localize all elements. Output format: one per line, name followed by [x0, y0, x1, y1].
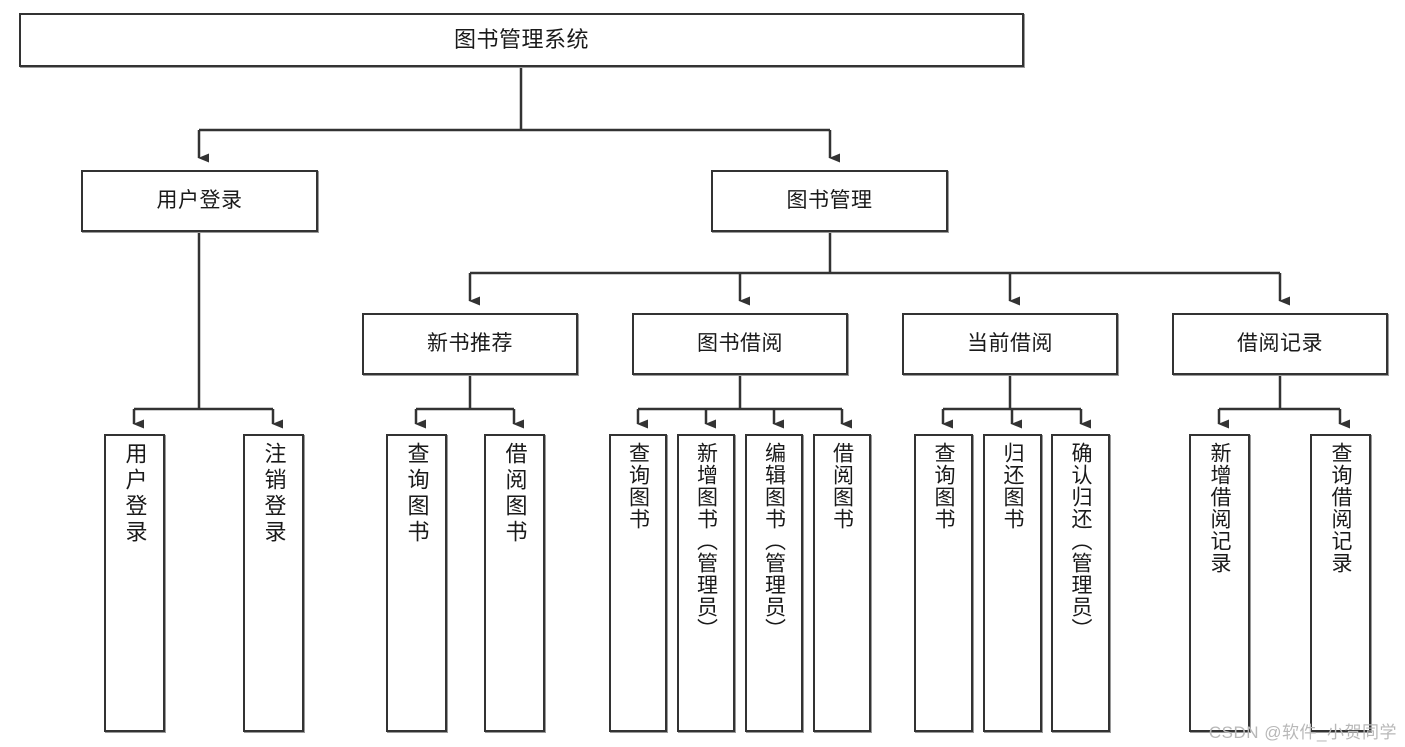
node-label: 图书管理 — [786, 188, 873, 212]
node-label: 查询借阅记录 — [1329, 442, 1352, 574]
node-label: 确认归还（管理员） — [1069, 442, 1092, 640]
leaf-borrow-book-new-recommendation[interactable]: 借阅图书 — [484, 434, 545, 732]
leaf-add-borrowing-record[interactable]: 新增借阅记录 — [1189, 434, 1250, 732]
leaf-add-book-admin[interactable]: 新增图书（管理员） — [677, 434, 735, 732]
node-root-book-management-system[interactable]: 图书管理系统 — [19, 13, 1024, 67]
node-label: 新增借阅记录 — [1208, 442, 1231, 574]
node-borrowing-record[interactable]: 借阅记录 — [1172, 313, 1388, 375]
node-label: 图书管理系统 — [453, 27, 589, 53]
node-label: 查询图书 — [626, 442, 650, 530]
node-book-borrowing[interactable]: 图书借阅 — [632, 313, 848, 375]
node-label: 查询图书 — [404, 442, 430, 546]
node-label: 用户登录 — [156, 188, 243, 212]
node-label: 当前借阅 — [967, 331, 1053, 355]
node-label: 新增图书（管理员） — [694, 442, 718, 640]
node-label: 图书借阅 — [697, 331, 783, 355]
leaf-confirm-return-admin[interactable]: 确认归还（管理员） — [1051, 434, 1110, 732]
node-label: 借阅图书 — [830, 442, 854, 530]
node-label: 借阅记录 — [1237, 331, 1323, 355]
leaf-logout[interactable]: 注销登录 — [243, 434, 304, 732]
node-label: 归还图书 — [1001, 442, 1024, 530]
leaf-borrow-book-borrowing[interactable]: 借阅图书 — [813, 434, 871, 732]
node-label: 注销登录 — [261, 442, 287, 546]
leaf-edit-book-admin[interactable]: 编辑图书（管理员） — [745, 434, 803, 732]
leaf-user-login[interactable]: 用户登录 — [104, 434, 165, 732]
leaf-return-book[interactable]: 归还图书 — [983, 434, 1042, 732]
leaf-query-book-new-recommendation[interactable]: 查询图书 — [386, 434, 447, 732]
node-label: 新书推荐 — [427, 331, 513, 355]
node-user-login[interactable]: 用户登录 — [81, 170, 318, 232]
leaf-query-book-borrowing[interactable]: 查询图书 — [609, 434, 667, 732]
leaf-query-book-current[interactable]: 查询图书 — [914, 434, 973, 732]
node-label: 用户登录 — [122, 442, 148, 546]
node-new-book-recommendation[interactable]: 新书推荐 — [362, 313, 578, 375]
node-label: 编辑图书（管理员） — [762, 442, 786, 640]
node-label: 查询图书 — [932, 442, 955, 530]
leaf-query-borrowing-record[interactable]: 查询借阅记录 — [1310, 434, 1371, 732]
node-label: 借阅图书 — [502, 442, 528, 546]
node-current-borrowing[interactable]: 当前借阅 — [902, 313, 1118, 375]
node-book-management[interactable]: 图书管理 — [711, 170, 948, 232]
csdn-watermark: CSDN @软件_小贺同学 — [1208, 723, 1397, 742]
